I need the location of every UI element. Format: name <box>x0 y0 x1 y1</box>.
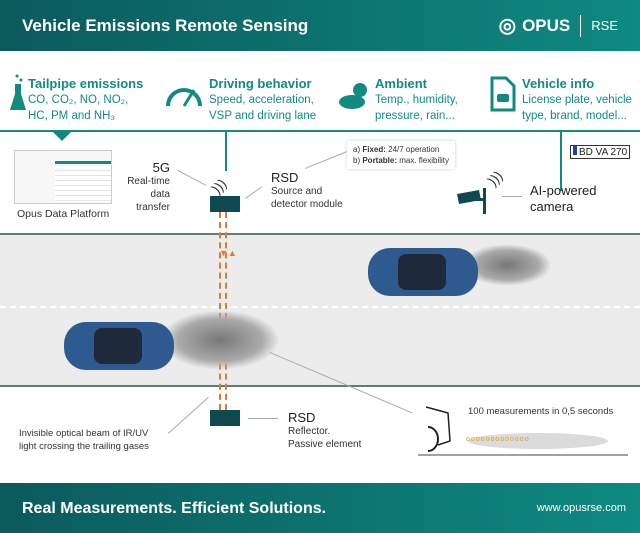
wireless-icon: ))) <box>484 167 506 189</box>
plate-text: BD VA 270 <box>579 147 628 158</box>
category-driving: Driving behavior Speed, acceleration, VS… <box>209 76 316 123</box>
measurement-illustration: ooooooooooooo <box>418 405 628 457</box>
lane-marking <box>0 306 640 308</box>
leader-line <box>177 170 207 186</box>
connector <box>560 131 562 191</box>
website-link[interactable]: www.opusrse.com <box>536 502 626 514</box>
weather-icon <box>338 78 374 115</box>
category-desc: License plate, vehicle <box>522 94 632 106</box>
rsd-title: RSD <box>271 170 299 185</box>
category-title: Vehicle info <box>522 76 595 91</box>
category-desc: Temp., humidity, <box>375 94 458 106</box>
mode-fixed: Fixed: <box>362 145 386 154</box>
beam-line: Invisible optical beam of IR/UV <box>19 428 149 439</box>
category-desc: VSP and driving lane <box>209 110 317 122</box>
category-desc: type, brand, model... <box>522 110 627 122</box>
logo-text: OPUS <box>522 15 571 35</box>
beam-label: Invisible optical beam of IR/UV light cro… <box>19 427 149 453</box>
logo-globe-icon: ◎ <box>498 15 517 37</box>
exhaust-smoke <box>160 310 280 370</box>
category-desc: CO, CO₂, NO, NO₂, <box>28 94 129 106</box>
leader-line <box>502 196 522 197</box>
speedometer-icon <box>164 78 204 113</box>
leader-line <box>168 396 209 434</box>
fiveg-line: transfer <box>136 202 170 213</box>
mode-fixed-desc: 24/7 operation <box>385 145 440 154</box>
category-title: Driving behavior <box>209 76 312 91</box>
fiveg-line: data <box>150 189 170 200</box>
platform-label: Opus Data Platform <box>17 208 110 220</box>
beam-arrow-icon: ▼▲ <box>219 248 237 258</box>
mode-portable: Portable: <box>362 156 398 165</box>
category-desc: pressure, rain... <box>375 110 455 122</box>
leader-line <box>245 186 262 199</box>
opus-logo: ◎ OPUS RSE <box>499 13 618 38</box>
flask-icon <box>8 72 28 117</box>
category-desc: Speed, acceleration, <box>209 94 314 106</box>
pointer-triangle <box>52 131 72 141</box>
rsd-reflector <box>210 410 240 426</box>
rsd-line: Passive element <box>288 439 362 450</box>
license-plate: BD VA 270 <box>570 145 631 159</box>
platform-screenshot[interactable] <box>14 150 112 204</box>
fiveg-title: 5G <box>152 160 170 175</box>
measurement-caption: 100 measurements in 0,5 seconds <box>468 406 614 417</box>
leader-line <box>248 418 278 419</box>
camera-line: camera <box>530 199 574 214</box>
fiveg-line: Real-time <box>127 176 170 187</box>
logo-sub: RSE <box>591 18 618 33</box>
footer-bar: Real Measurements. Efficient Solutions. … <box>0 483 640 533</box>
beam-line: light crossing the trailing gases <box>19 441 149 452</box>
mode-prefix: a) <box>353 145 363 154</box>
leader-line <box>305 150 349 169</box>
measurement-dots: ooooooooooooo <box>466 436 530 443</box>
car <box>368 248 478 296</box>
category-tailpipe: Tailpipe emissions CO, CO₂, NO, NO₂, HC,… <box>28 76 143 123</box>
category-ambient: Ambient Temp., humidity, pressure, rain.… <box>375 76 458 123</box>
rsd-line: Reflector. <box>288 426 331 437</box>
divider <box>0 130 640 132</box>
page-title: Vehicle Emissions Remote Sensing <box>22 16 309 35</box>
connector <box>225 131 227 171</box>
mode-portable-desc: max. flexibility <box>397 156 450 165</box>
car <box>64 322 174 370</box>
slogan: Real Measurements. Efficient Solutions. <box>22 500 327 517</box>
wireless-icon: ))) <box>208 175 230 197</box>
mode-prefix: b) <box>353 156 363 165</box>
camera-icon <box>455 188 489 221</box>
rsd-line: detector module <box>271 199 343 210</box>
rsd-title: RSD <box>288 410 316 425</box>
rsd-bottom-label: RSD Reflector. Passive element <box>288 410 361 451</box>
category-desc: HC, PM and NH₃ <box>28 110 116 122</box>
camera-line: AI-powered <box>530 183 597 198</box>
category-vehicle-info: Vehicle info License plate, vehicle type… <box>522 76 632 123</box>
mode-box: a) Fixed: 24/7 operation b) Portable: ma… <box>347 141 456 169</box>
fiveg-label: 5G Real-time data transfer <box>120 160 170 214</box>
rsd-line: Source and <box>271 186 323 197</box>
rsd-top-label: RSD Source and detector module <box>271 170 343 211</box>
category-title: Ambient <box>375 76 427 91</box>
document-car-icon <box>490 76 516 117</box>
rsd-source-module <box>210 196 240 212</box>
header-bar: Vehicle Emissions Remote Sensing ◎ OPUS … <box>0 0 640 51</box>
category-title: Tailpipe emissions <box>28 76 144 91</box>
